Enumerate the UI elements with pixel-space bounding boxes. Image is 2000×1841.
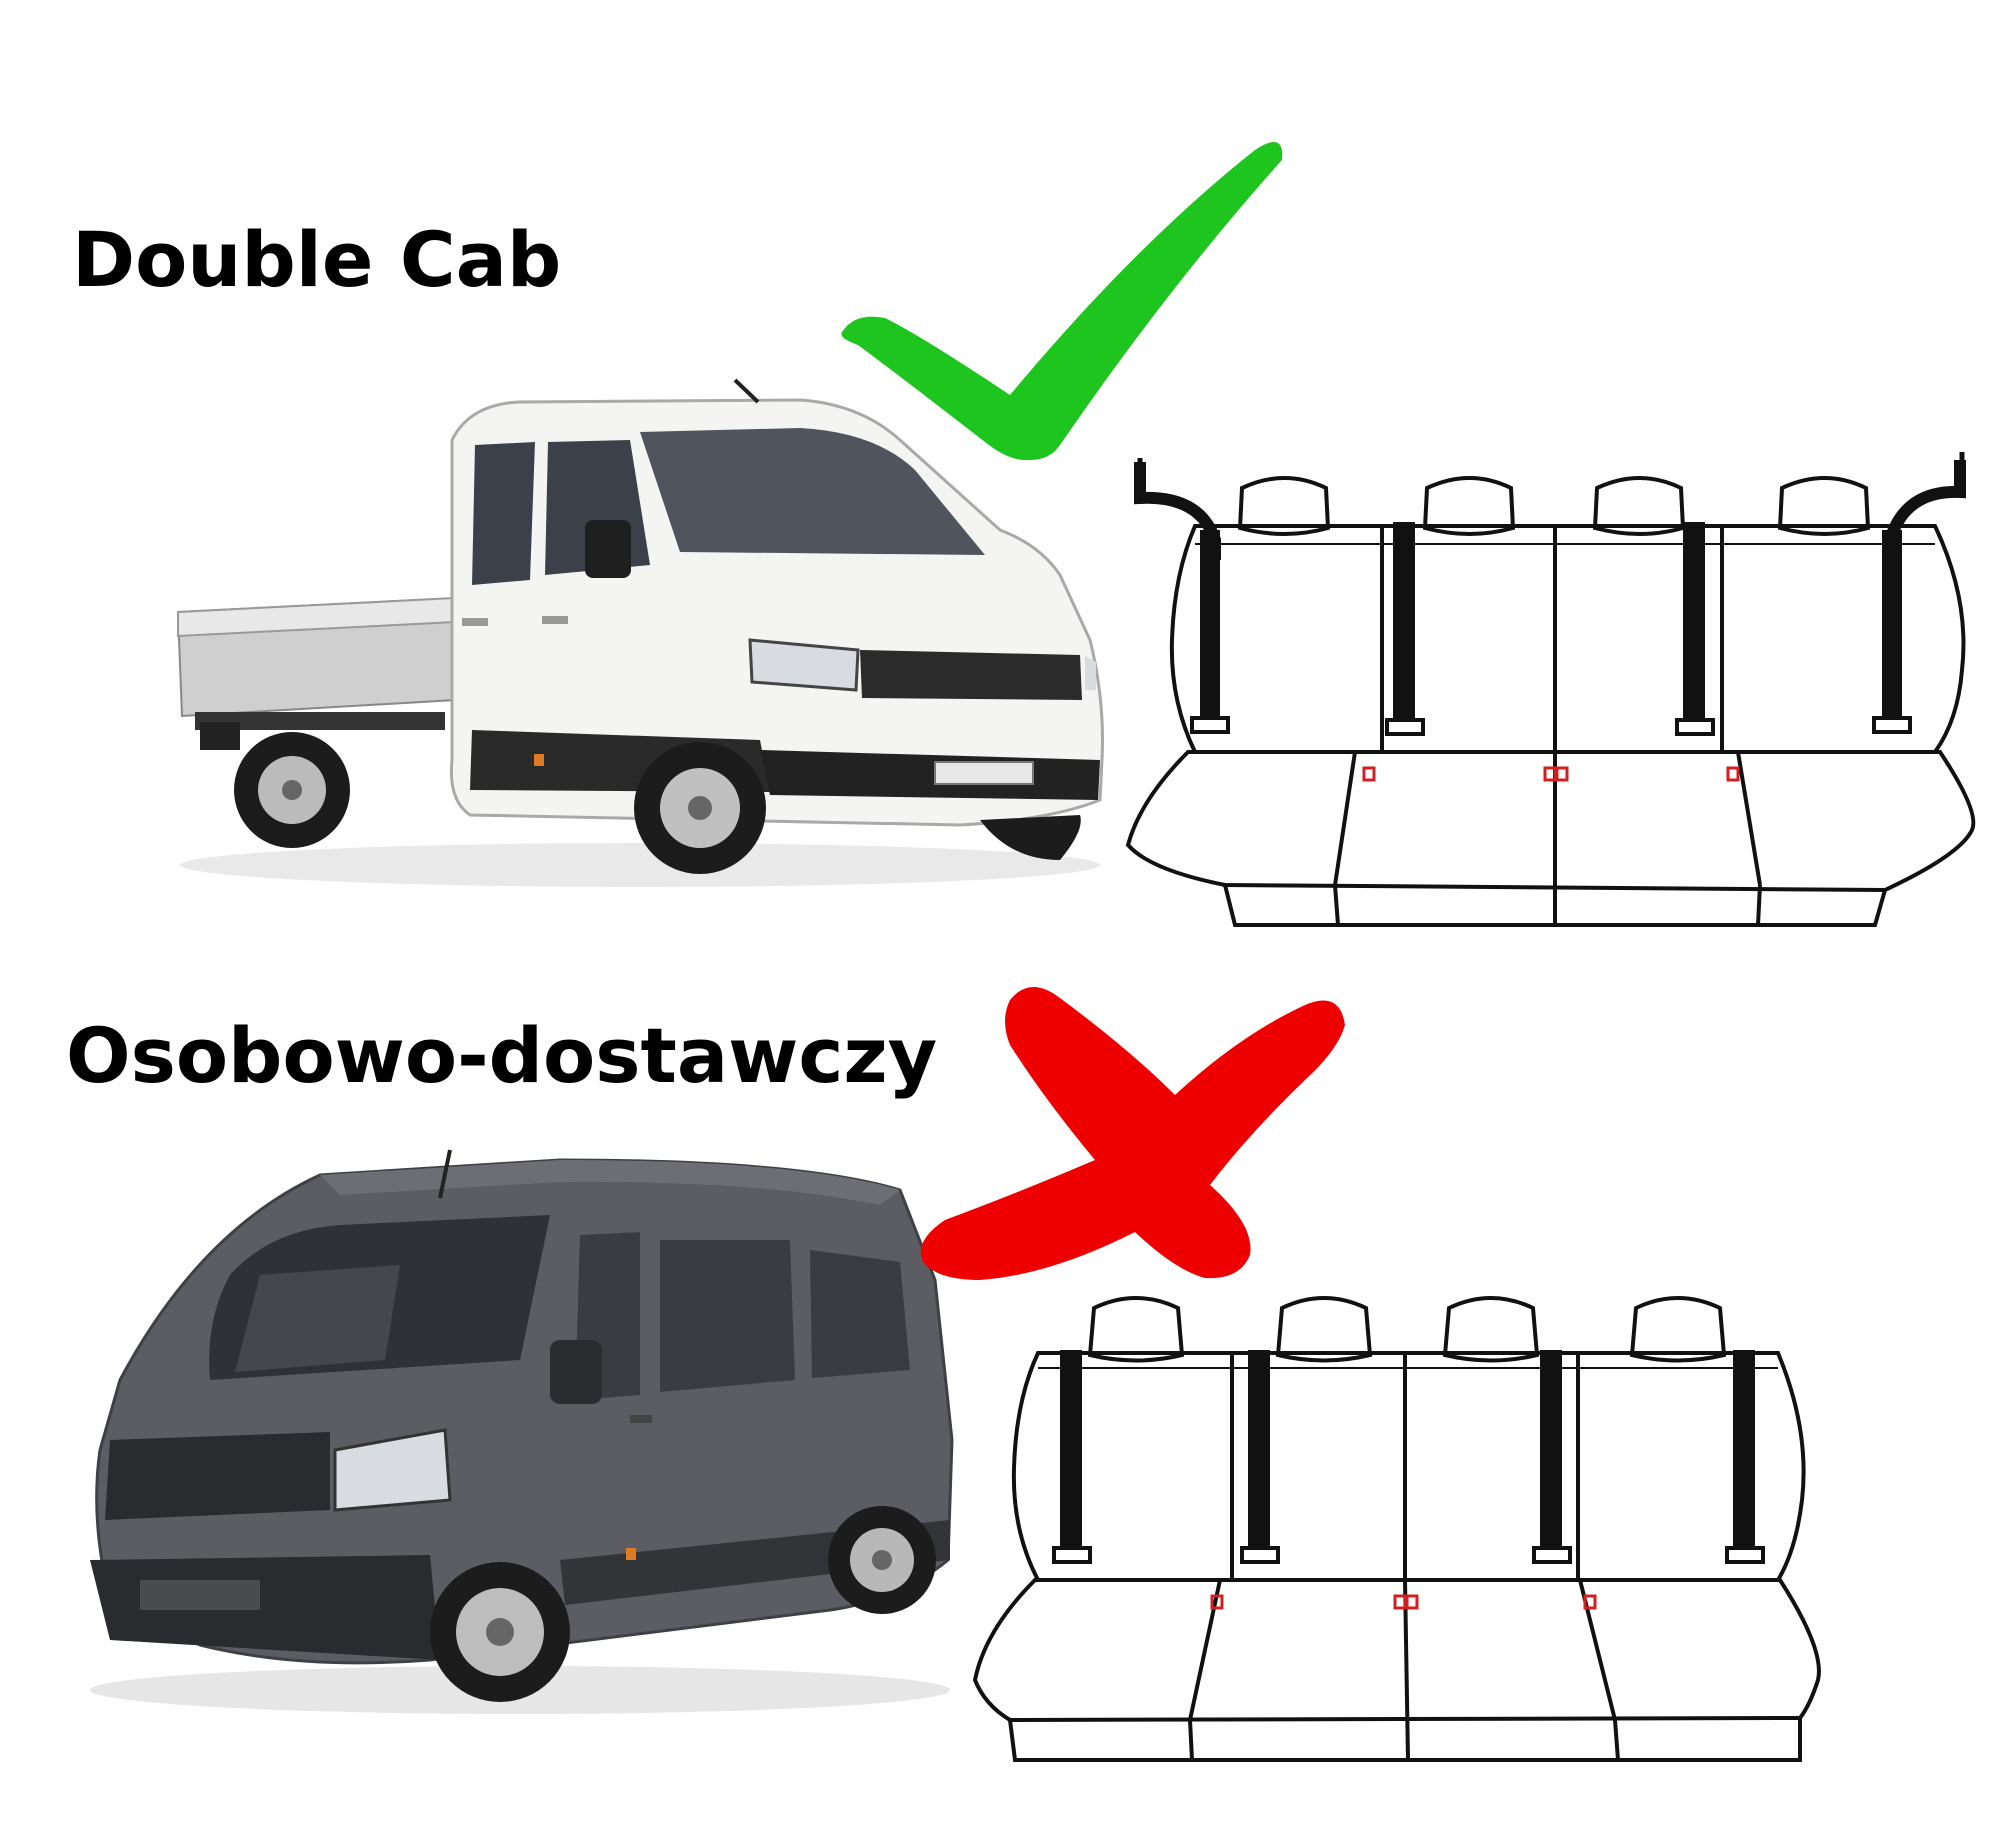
section-title-double-cab: Double Cab bbox=[72, 215, 562, 304]
headrest bbox=[1592, 476, 1686, 536]
headrest bbox=[1629, 1296, 1727, 1363]
pickup-truck-image bbox=[176, 378, 1104, 887]
headrest bbox=[1237, 476, 1331, 536]
headrest bbox=[1442, 1296, 1540, 1363]
bench-seat-diagram-top bbox=[1125, 452, 1976, 927]
buckle-marks bbox=[1362, 766, 1740, 782]
headrest bbox=[1777, 476, 1871, 536]
seat-belt bbox=[1385, 522, 1425, 736]
headrest bbox=[1087, 1296, 1185, 1363]
cross-icon bbox=[920, 986, 1345, 1280]
seat-belt bbox=[1725, 1350, 1765, 1564]
seat-belt bbox=[1675, 522, 1715, 736]
bench-seat-diagram-bottom bbox=[972, 1296, 1821, 1762]
seat-belt bbox=[1872, 530, 1912, 734]
headrest bbox=[1275, 1296, 1373, 1363]
seat-belt bbox=[1190, 530, 1230, 734]
check-icon bbox=[841, 142, 1283, 461]
seat-belt bbox=[1052, 1350, 1092, 1564]
section-title-osobowo-dostawczy: Osobowo-dostawczy bbox=[66, 1011, 938, 1100]
seat-belt bbox=[1532, 1350, 1572, 1564]
van-image bbox=[90, 1149, 954, 1714]
seat-belt bbox=[1240, 1350, 1280, 1564]
buckle-marks bbox=[1210, 1594, 1597, 1610]
headrest bbox=[1422, 476, 1516, 536]
